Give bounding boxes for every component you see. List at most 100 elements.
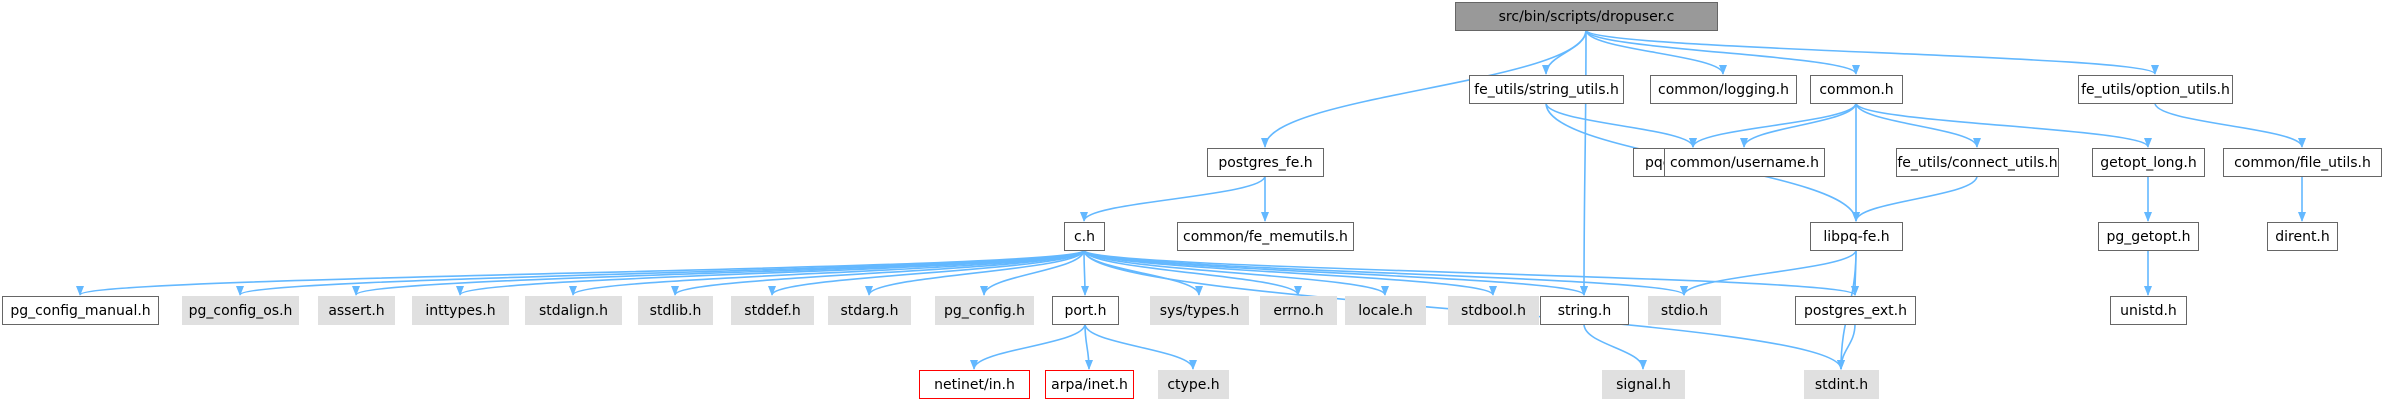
- node-username[interactable]: common/username.h: [1664, 148, 1825, 177]
- node-getopt-long[interactable]: getopt_long.h: [2092, 148, 2205, 177]
- node-fe-memutils[interactable]: common/fe_memutils.h: [1177, 222, 1354, 251]
- node-postgres-fe[interactable]: postgres_fe.h: [1207, 148, 1324, 177]
- node-label: fe_utils/option_utils.h: [2081, 82, 2230, 98]
- node-label: signal.h: [1616, 377, 1671, 393]
- node-dirent[interactable]: dirent.h: [2267, 222, 2338, 251]
- edge-c_h-to-locale_h: [1083, 249, 1389, 296]
- node-stdint[interactable]: stdint.h: [1804, 370, 1879, 399]
- edge-c_h-to-stdalign: [569, 249, 1085, 296]
- node-label: c.h: [1074, 229, 1095, 245]
- node-ctype-h[interactable]: ctype.h: [1158, 370, 1229, 399]
- node-box: [638, 296, 713, 325]
- node-box: [2098, 222, 2199, 251]
- node-pg-config[interactable]: pg_config.h: [935, 296, 1034, 325]
- node-stdlib[interactable]: stdlib.h: [638, 296, 713, 325]
- edge-dropuser-to-common_h: [1585, 29, 1860, 75]
- node-box: [1650, 75, 1797, 104]
- edge-string_utils-to-pqexpbuffer: [1545, 102, 1697, 148]
- edge-c_h-to-pg_config_os: [236, 249, 1085, 296]
- node-arpa-inet[interactable]: arpa/inet.h: [1045, 370, 1134, 399]
- node-locale-h[interactable]: locale.h: [1345, 296, 1426, 325]
- edge-connect_utils-to-libpq_fe: [1852, 175, 1978, 222]
- edge-libpq_fe-to-stdio: [1680, 249, 1857, 296]
- node-string-h[interactable]: string.h: [1540, 296, 1629, 325]
- node-label: dirent.h: [2275, 229, 2330, 245]
- node-label: common/file_utils.h: [2234, 155, 2371, 171]
- node-label: errno.h: [1273, 303, 1323, 319]
- edges-layer: [76, 29, 2306, 370]
- node-label: stdint.h: [1815, 377, 1868, 393]
- node-label: stdio.h: [1661, 303, 1708, 319]
- node-box: [919, 370, 1030, 399]
- node-file-utils[interactable]: common/file_utils.h: [2223, 148, 2382, 177]
- edge-postgres_ext-to-stdint: [1837, 323, 1856, 370]
- node-stdarg[interactable]: stdarg.h: [828, 296, 911, 325]
- node-errno-h[interactable]: errno.h: [1260, 296, 1337, 325]
- node-box: [2, 296, 159, 325]
- node-unistd[interactable]: unistd.h: [2110, 296, 2187, 325]
- edge-string_h-to-signal_h: [1583, 323, 1647, 370]
- node-label: inttypes.h: [425, 303, 495, 319]
- edge-c_h-to-pg_config: [980, 249, 1085, 296]
- edge-c_h-to-stdarg: [865, 249, 1085, 296]
- edge-c_h-to-inttypes: [456, 249, 1085, 296]
- node-box: [525, 296, 622, 325]
- node-box: [1455, 2, 1718, 31]
- node-box: [1150, 296, 1249, 325]
- node-label: stdarg.h: [841, 303, 899, 319]
- node-box: [1207, 148, 1324, 177]
- node-box: [2267, 222, 2338, 251]
- node-logging[interactable]: common/logging.h: [1650, 75, 1797, 104]
- edge-c_h-to-stdbool: [1083, 249, 1497, 296]
- node-port-h[interactable]: port.h: [1052, 296, 1119, 325]
- node-label: assert.h: [328, 303, 384, 319]
- edge-c_h-to-stdio: [1083, 249, 1688, 296]
- node-box: [182, 296, 299, 325]
- node-stddef[interactable]: stddef.h: [731, 296, 814, 325]
- node-signal-h[interactable]: signal.h: [1602, 370, 1685, 399]
- node-dropuser[interactable]: src/bin/scripts/dropuser.c: [1455, 2, 1718, 31]
- node-box: [1260, 296, 1337, 325]
- node-string-utils[interactable]: fe_utils/string_utils.h: [1469, 75, 1624, 104]
- node-box: [828, 296, 911, 325]
- node-option-utils[interactable]: fe_utils/option_utils.h: [2078, 75, 2233, 104]
- node-stdio[interactable]: stdio.h: [1648, 296, 1721, 325]
- node-box: [1896, 148, 2059, 177]
- node-label: common/logging.h: [1658, 82, 1789, 98]
- node-postgres-ext[interactable]: postgres_ext.h: [1795, 296, 1916, 325]
- node-box: [731, 296, 814, 325]
- node-label: postgres_fe.h: [1218, 155, 1312, 171]
- node-assert-h[interactable]: assert.h: [318, 296, 395, 325]
- node-sys-types[interactable]: sys/types.h: [1150, 296, 1249, 325]
- node-pg-config-manual[interactable]: pg_config_manual.h: [2, 296, 159, 325]
- node-netinet-in[interactable]: netinet/in.h: [919, 370, 1030, 399]
- node-connect-utils[interactable]: fe_utils/connect_utils.h: [1896, 148, 2059, 177]
- node-label: locale.h: [1358, 303, 1413, 319]
- edge-port_h-to-arpa_inet: [1084, 323, 1093, 370]
- node-label: stdlib.h: [650, 303, 702, 319]
- node-inttypes[interactable]: inttypes.h: [412, 296, 509, 325]
- node-libpq-fe[interactable]: libpq-fe.h: [1810, 222, 1903, 251]
- node-common-h[interactable]: common.h: [1810, 75, 1903, 104]
- node-label: stdbool.h: [1461, 303, 1526, 319]
- node-box: [1804, 370, 1879, 399]
- node-c-h[interactable]: c.h: [1064, 222, 1105, 251]
- node-box: [935, 296, 1034, 325]
- node-label: stddef.h: [744, 303, 800, 319]
- node-box: [1448, 296, 1539, 325]
- edge-dropuser-to-string_h: [1580, 29, 1589, 296]
- node-stdalign[interactable]: stdalign.h: [525, 296, 622, 325]
- edge-common_h-to-getopt_long: [1855, 102, 2152, 148]
- node-label: libpq-fe.h: [1823, 229, 1889, 245]
- node-box: [1045, 370, 1134, 399]
- node-label: arpa/inet.h: [1051, 377, 1128, 393]
- node-label: pg_config_manual.h: [10, 303, 150, 319]
- node-pg-getopt[interactable]: pg_getopt.h: [2098, 222, 2199, 251]
- node-stdbool[interactable]: stdbool.h: [1448, 296, 1539, 325]
- edge-port_h-to-ctype_h: [1084, 323, 1197, 370]
- node-box: [2223, 148, 2382, 177]
- node-label: unistd.h: [2120, 303, 2177, 319]
- node-label: postgres_ext.h: [1804, 303, 1907, 319]
- node-pg-config-os[interactable]: pg_config_os.h: [182, 296, 299, 325]
